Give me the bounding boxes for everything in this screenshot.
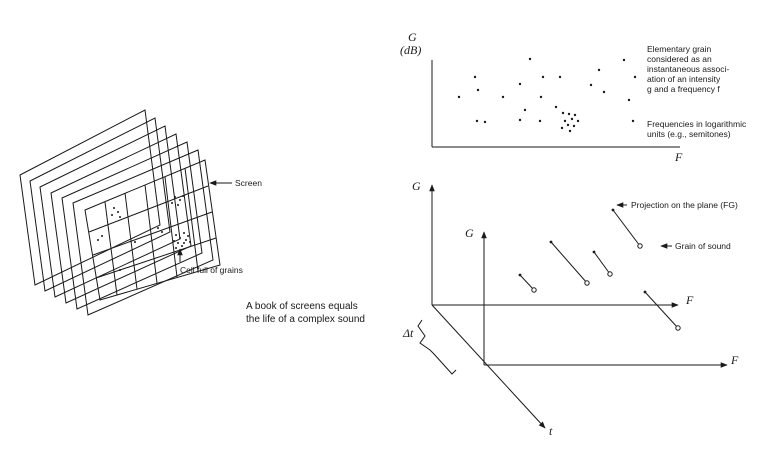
grain-circle-markers bbox=[531, 243, 681, 331]
frequency-note-line-1: Frequencies in logarithmic bbox=[647, 119, 747, 129]
book-of-screens bbox=[19, 109, 232, 316]
scatter-dots bbox=[457, 57, 637, 133]
grain-scatter-plot bbox=[431, 57, 680, 148]
grain-note-line-5: g and a frequency f bbox=[647, 84, 720, 94]
t-axis bbox=[431, 304, 546, 429]
back-pages bbox=[19, 109, 214, 316]
outer-g-label: G bbox=[412, 179, 421, 193]
t-label: t bbox=[549, 424, 553, 438]
grain-3d-diagram bbox=[417, 184, 728, 429]
grain-note-line-1: Elementary grain bbox=[647, 44, 712, 54]
delta-t-brace bbox=[417, 319, 457, 375]
grain-vectors bbox=[519, 209, 679, 329]
cell-label: Cell full of grains bbox=[180, 265, 243, 275]
delta-t-label: Δt bbox=[402, 326, 414, 340]
plot-y-label-g: G bbox=[408, 30, 417, 44]
projection-label: Projection on the plane (FG) bbox=[631, 200, 738, 210]
caption-line-1: A book of screens equals bbox=[246, 301, 358, 312]
grain-label: Grain of sound bbox=[675, 241, 731, 251]
grain-note-line-2: considered as an bbox=[647, 54, 712, 64]
frequency-note-line-2: units (e.g., semitones) bbox=[647, 129, 731, 139]
screen-label: Screen bbox=[235, 178, 262, 188]
grain-dots bbox=[97, 195, 191, 271]
plot-x-label-f: F bbox=[674, 150, 683, 164]
grain-note-line-4: ation of an intensity bbox=[647, 74, 721, 84]
grain-note: Elementary grain considered as an instan… bbox=[647, 44, 729, 94]
upper-f-label: F bbox=[685, 293, 694, 307]
caption-line-2: the life of a complex sound bbox=[246, 314, 365, 325]
grain-note-line-3: instantaneous associ- bbox=[647, 64, 729, 74]
inner-g-label: G bbox=[465, 226, 474, 240]
grain-dot-markers bbox=[518, 208, 647, 294]
lower-f-label: F bbox=[730, 353, 739, 367]
front-screen-grid bbox=[84, 159, 221, 301]
frequency-note: Frequencies in logarithmic units (e.g., … bbox=[647, 119, 747, 139]
plot-y-label-db: (dB) bbox=[400, 43, 421, 57]
